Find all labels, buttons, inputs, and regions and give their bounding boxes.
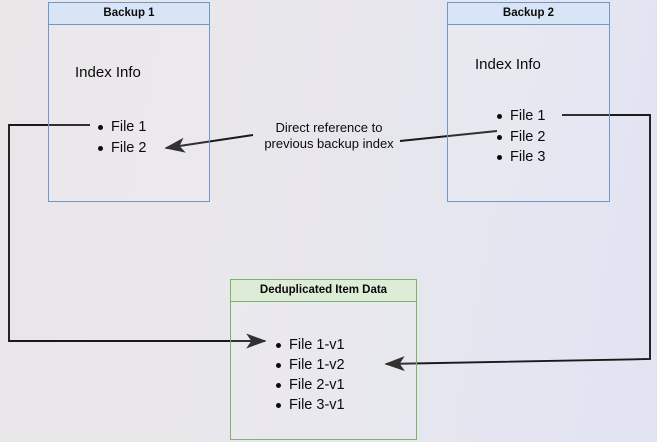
backup-2-header: Backup 2 <box>448 3 609 25</box>
backup-1-node[interactable]: Backup 1 Index Info File 1 File 2 <box>48 2 210 202</box>
list-item[interactable]: File 2 <box>97 138 146 159</box>
backup-2-section-title: Index Info <box>475 56 541 73</box>
backup-1-section-title: Index Info <box>75 64 141 81</box>
edge-label-direct-reference: Direct reference to previous backup inde… <box>249 120 409 152</box>
deduplicated-item-data-node[interactable]: Deduplicated Item Data File 1-v1 File 1-… <box>230 279 417 440</box>
backup-1-file-list: File 1 File 2 <box>97 117 146 158</box>
connector-backup1-to-dedup <box>8 124 267 349</box>
connector-backup2-to-dedup <box>384 114 651 372</box>
list-item[interactable]: File 3 <box>496 147 545 168</box>
list-item[interactable]: File 2 <box>496 127 545 148</box>
list-item[interactable]: File 1 <box>496 106 545 127</box>
backup-2-body: Index Info File 1 File 2 File 3 <box>448 25 609 201</box>
list-item[interactable]: File 1-v2 <box>275 355 345 375</box>
deduplicated-file-list: File 1-v1 File 1-v2 File 2-v1 File 3-v1 <box>275 335 345 415</box>
deduplicated-item-data-body: File 1-v1 File 1-v2 File 2-v1 File 3-v1 <box>231 302 416 439</box>
list-item[interactable]: File 1 <box>97 117 146 138</box>
edge-label-line-1: Direct reference to <box>275 120 383 135</box>
backup-2-file-list: File 1 File 2 File 3 <box>496 106 545 168</box>
connector-backup2-index-reference <box>399 130 498 142</box>
list-item[interactable]: File 2-v1 <box>275 375 345 395</box>
backup-2-node[interactable]: Backup 2 Index Info File 1 File 2 File 3 <box>447 2 610 202</box>
list-item[interactable]: File 3-v1 <box>275 395 345 415</box>
backup-1-header: Backup 1 <box>49 3 209 25</box>
list-item[interactable]: File 1-v1 <box>275 335 345 355</box>
backup-1-body: Index Info File 1 File 2 <box>49 25 209 201</box>
deduplicated-item-data-header: Deduplicated Item Data <box>231 280 416 302</box>
edge-label-line-2: previous backup index <box>264 136 394 151</box>
